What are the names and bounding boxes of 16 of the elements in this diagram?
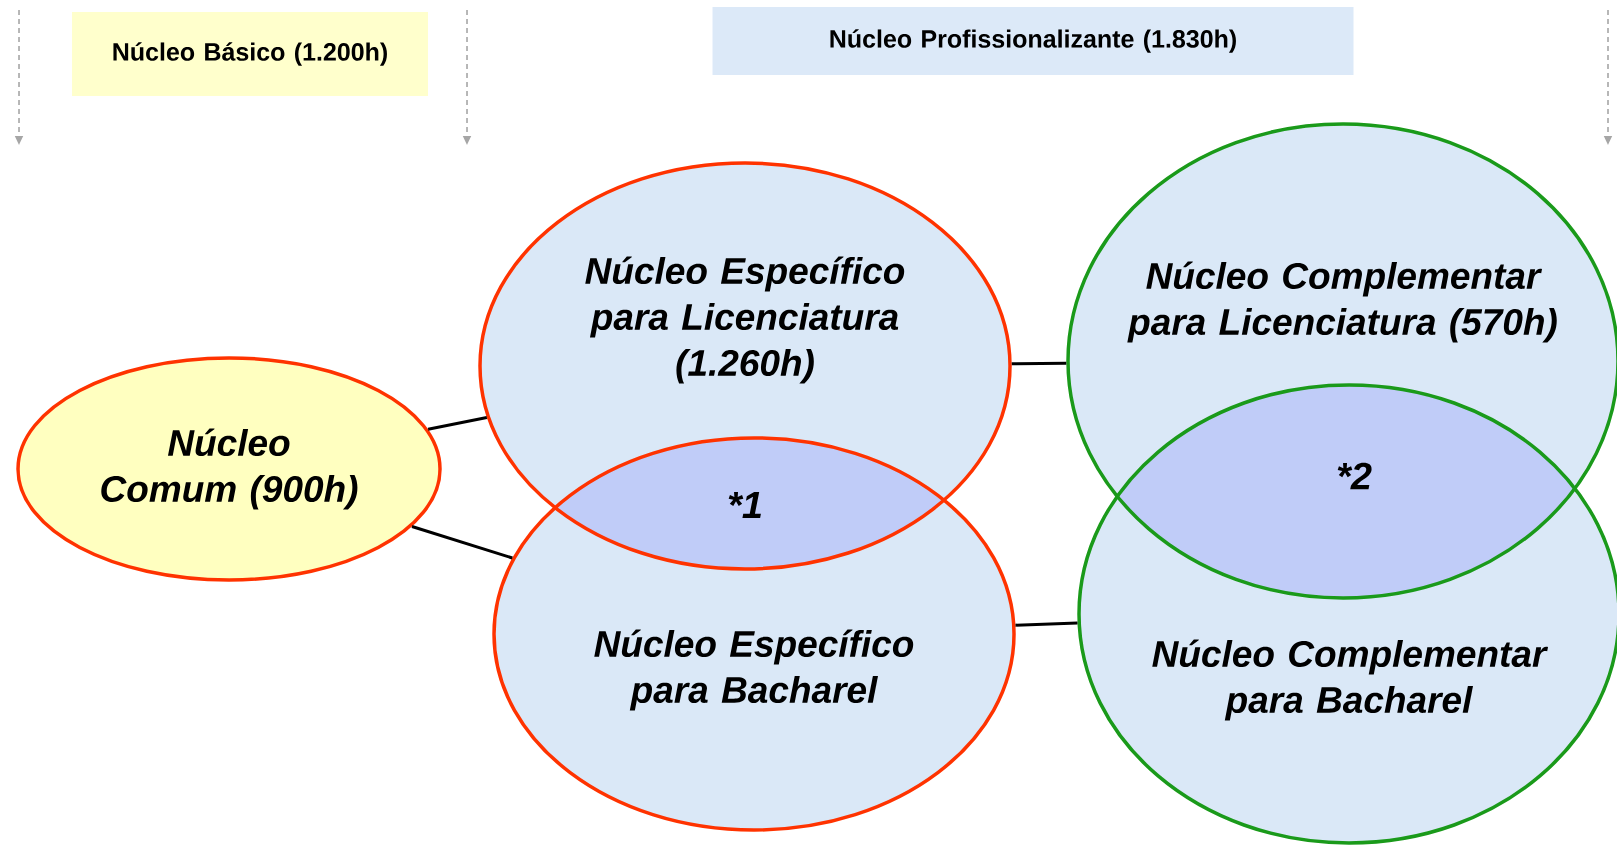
- ellipse: [478, 161, 1012, 571]
- ellipse-text: Núcleo Comum (900h): [101, 428, 358, 510]
- ellipse-text: Núcleo Complementar para Licenciatura (570h): [1127, 261, 1557, 343]
- connector-line: [1011, 361, 1067, 366]
- connector-line: [1015, 621, 1078, 627]
- overlap-mark: *2: [1337, 462, 1372, 490]
- ellipse: [16, 356, 442, 582]
- ellipse-text: Núcleo Específico para Licenciatura (1.260h): [585, 256, 905, 384]
- ellipse-text: Núcleo Específico para Bacharel: [594, 629, 914, 711]
- connector-line: [411, 525, 513, 560]
- ellipse: [492, 436, 1016, 832]
- heading-box: Núcleo Profissionalizante (1.830h): [712, 7, 1354, 75]
- ellipse-text: Núcleo Complementar para Bacharel: [1152, 639, 1549, 721]
- heading-box: Núcleo Básico (1.200h): [72, 12, 428, 96]
- connector-line: [427, 416, 488, 431]
- overlap-mark: *1: [728, 491, 761, 519]
